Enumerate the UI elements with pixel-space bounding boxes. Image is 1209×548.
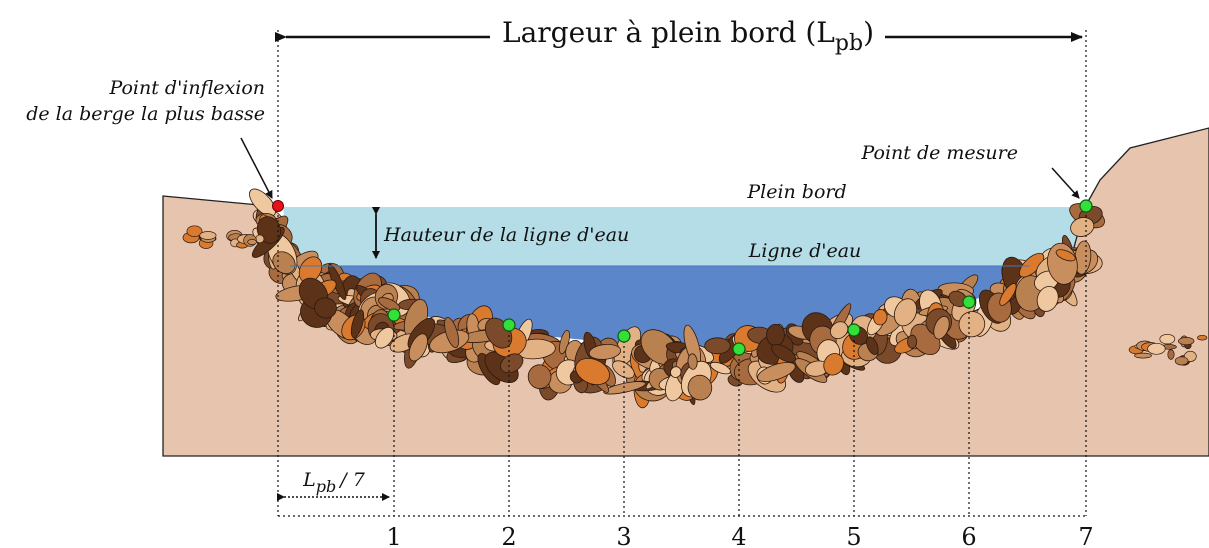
sediment-rock bbox=[272, 251, 296, 275]
measure-point-pointer bbox=[1051, 167, 1080, 199]
measurement-point-marker bbox=[962, 295, 976, 309]
measurement-point-number: 2 bbox=[501, 523, 516, 548]
sediment-rock bbox=[1036, 285, 1059, 312]
measurement-verticals bbox=[393, 302, 970, 516]
bankfull-label: Plein bord bbox=[746, 181, 846, 203]
measurement-point-number: 1 bbox=[386, 523, 401, 548]
sediment-rock bbox=[830, 321, 849, 340]
measurement-point-marker bbox=[1079, 199, 1093, 213]
inflection-point-pointer bbox=[240, 137, 273, 199]
sediment-pebble bbox=[1174, 356, 1189, 366]
inflection-point-label-line1: Point d'inflexion bbox=[108, 77, 265, 99]
measurement-point-marker bbox=[847, 323, 861, 337]
sediment-rock bbox=[612, 360, 635, 379]
water-height-label: Hauteur de la ligne d'eau bbox=[383, 224, 629, 246]
sediment-rock bbox=[757, 362, 796, 382]
sediment-pebble bbox=[1147, 342, 1166, 355]
measure-point-label: Point de mesure bbox=[861, 142, 1018, 164]
sediment-pebble bbox=[186, 225, 203, 237]
sediment-pebble bbox=[1197, 334, 1208, 341]
sediment-rock bbox=[771, 344, 797, 363]
sediment-rock bbox=[408, 333, 428, 362]
sediment-rock bbox=[907, 334, 918, 349]
sediment-rock bbox=[866, 336, 879, 355]
sediment-rock bbox=[687, 374, 713, 401]
sediment-rock bbox=[350, 309, 365, 339]
sediment-rock bbox=[575, 357, 610, 386]
sediment-rock bbox=[670, 366, 682, 378]
sediment-rock bbox=[444, 316, 460, 349]
sediment-rock bbox=[314, 297, 337, 319]
sediment-rock bbox=[687, 353, 698, 370]
measurement-point-numbers: 1 2 3 4 5 6 7 bbox=[386, 523, 1093, 548]
inflection-point-marker bbox=[272, 200, 284, 212]
sediment-pebble bbox=[1178, 337, 1195, 346]
measurement-point-number: 5 bbox=[846, 523, 861, 548]
sediment-rock bbox=[375, 326, 395, 349]
sediment-rock bbox=[958, 311, 986, 338]
sediment-rock bbox=[709, 361, 731, 375]
measurement-point-markers bbox=[387, 199, 1093, 356]
measurement-point-marker bbox=[617, 329, 631, 343]
measurement-point-marker bbox=[732, 342, 746, 356]
interval-label: Lpb/ 7 bbox=[302, 469, 366, 496]
sediment-rock bbox=[377, 297, 401, 312]
sediment-rock bbox=[766, 323, 785, 347]
sediment-rock bbox=[500, 353, 524, 374]
measurement-point-marker bbox=[387, 308, 401, 322]
sediment-rock bbox=[704, 337, 731, 355]
streambed-sediment bbox=[182, 188, 1208, 409]
sediment-rock bbox=[933, 315, 950, 340]
sediment-rock bbox=[559, 329, 570, 355]
sediment-pebble bbox=[1167, 349, 1175, 360]
measurement-point-number: 3 bbox=[616, 523, 631, 548]
sediment-rock bbox=[823, 353, 845, 376]
sediment-pebble bbox=[247, 239, 257, 245]
measurement-point-number: 6 bbox=[961, 523, 976, 548]
inflection-point-label-line2: de la berge la plus basse bbox=[26, 103, 265, 125]
sediment-rock bbox=[873, 309, 888, 326]
sediment-pebble bbox=[199, 231, 217, 240]
bankfull-width-title: Largeur à plein bord (Lpb) bbox=[502, 16, 874, 56]
sediment-rock bbox=[1055, 249, 1076, 262]
sediment-rock bbox=[893, 298, 918, 327]
sediment-rock bbox=[999, 283, 1017, 306]
sediment-rock bbox=[588, 343, 622, 360]
water-line-label: Ligne d'eau bbox=[748, 240, 862, 262]
measurement-point-number: 4 bbox=[731, 523, 746, 548]
measurement-point-number: 7 bbox=[1078, 523, 1093, 548]
sediment-rock bbox=[1070, 217, 1095, 237]
measurement-point-marker bbox=[502, 318, 516, 332]
sediment-pebble bbox=[1134, 352, 1152, 359]
sediment-pebble bbox=[1159, 333, 1176, 345]
sediment-rock bbox=[527, 364, 552, 389]
bankfull-water-zone bbox=[283, 207, 1085, 266]
